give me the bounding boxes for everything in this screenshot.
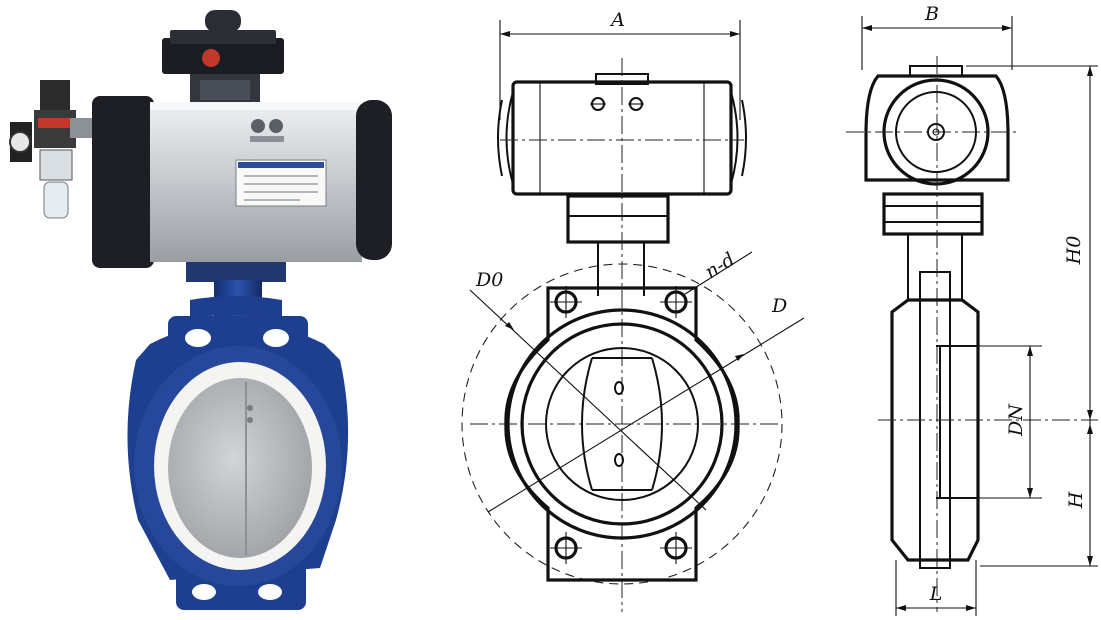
label-h: H bbox=[1065, 491, 1087, 509]
valve-neck bbox=[186, 262, 286, 340]
limit-switch-box bbox=[162, 10, 284, 104]
label-dn: DN bbox=[1005, 403, 1027, 437]
valve-photo bbox=[9, 10, 392, 610]
bolt-holes bbox=[550, 286, 692, 564]
label-a: A bbox=[609, 9, 625, 31]
pneumatic-actuator bbox=[92, 96, 392, 268]
label-d: D bbox=[771, 295, 787, 317]
label-b: B bbox=[924, 3, 939, 25]
dimension-b: B bbox=[861, 3, 1013, 70]
label-l: L bbox=[929, 583, 943, 605]
side-view-drawing: B H0 H D bbox=[846, 3, 1098, 616]
label-d0: D0 bbox=[475, 269, 503, 291]
label-h0: H0 bbox=[1063, 236, 1085, 266]
valve-body bbox=[127, 316, 349, 610]
front-view-drawing: A bbox=[461, 9, 805, 612]
dimension-a: A bbox=[499, 9, 741, 120]
label-n-d: n-d bbox=[701, 248, 739, 283]
